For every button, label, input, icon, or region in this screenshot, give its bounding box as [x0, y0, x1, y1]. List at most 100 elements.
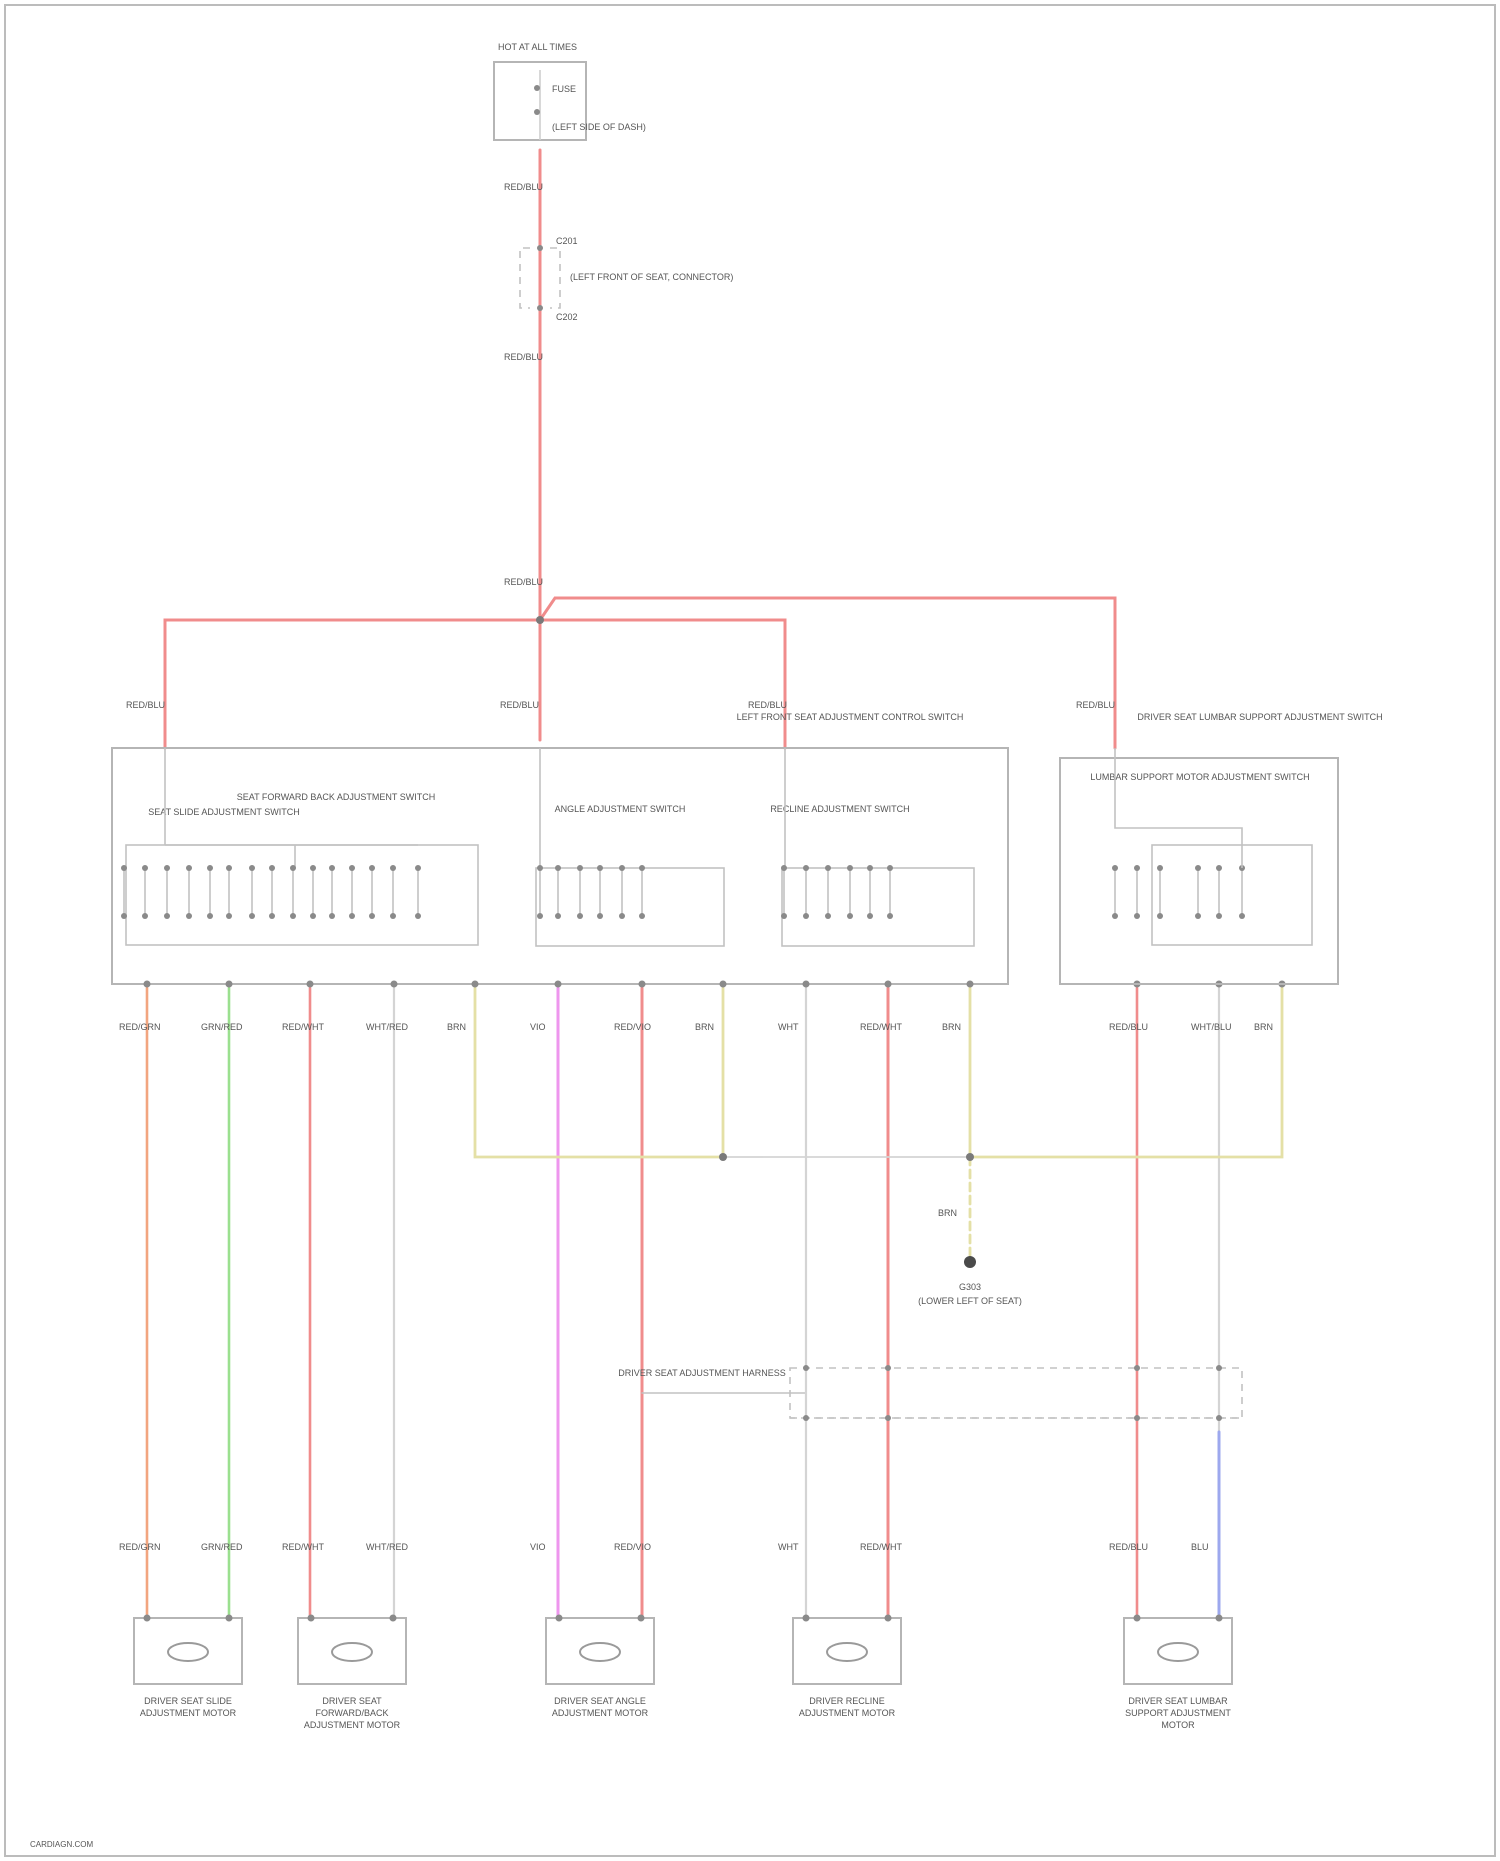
harness-pin: [1134, 1415, 1140, 1421]
switch-contact-pin: [577, 913, 583, 919]
lumbar-switch-label: LUMBAR SUPPORT MOTOR ADJUSTMENT SWITCH: [1090, 772, 1309, 782]
switch-contact-pin: [390, 913, 396, 919]
switch-contact-pin: [121, 913, 127, 919]
connector-pin-bottom: [537, 305, 543, 311]
motor-name: DRIVER SEAT: [322, 1696, 382, 1706]
feed-labels: RED/BLU RED/BLU RED/BLU RED/BLU RED/BLU …: [126, 182, 1115, 710]
motor-name: ADJUSTMENT MOTOR: [799, 1708, 896, 1718]
switch-contact-pin: [369, 865, 375, 871]
switch-contact-pin: [825, 865, 831, 871]
motor-icon: [168, 1643, 208, 1661]
motor-name: DRIVER RECLINE: [809, 1696, 885, 1706]
connector-top-label: C201: [556, 236, 578, 246]
lumbar-box-title: DRIVER SEAT LUMBAR SUPPORT ADJUSTMENT SW…: [1137, 712, 1382, 722]
lower-wire-label: BRN: [447, 1022, 466, 1032]
switch-contact-pin: [1112, 865, 1118, 871]
harness-pins: [803, 1365, 1222, 1421]
motor-name: DRIVER SEAT SLIDE: [144, 1696, 232, 1706]
motor-name: ADJUSTMENT MOTOR: [304, 1720, 401, 1730]
harness-top-row: [790, 1368, 1242, 1418]
seat-motor: DRIVER SEAT SLIDE ADJUSTMENT MOTOR: [134, 1615, 242, 1719]
motor-name: ADJUSTMENT MOTOR: [140, 1708, 237, 1718]
motor-housing: [1124, 1618, 1232, 1684]
motor-name: FORWARD/BACK: [315, 1708, 388, 1718]
fuse-terminal-top: [534, 85, 540, 91]
motor-terminal: [390, 1615, 397, 1622]
lower-wire-label: RED/VIO: [614, 1022, 651, 1032]
motor-housing: [546, 1618, 654, 1684]
switch-output-terminal: [803, 981, 810, 988]
switch-contact-pin: [310, 913, 316, 919]
motor-terminal: [308, 1615, 315, 1622]
motor-name: ADJUSTMENT MOTOR: [552, 1708, 649, 1718]
switch-contact-pin: [1216, 913, 1222, 919]
switch-contact-pin: [164, 865, 170, 871]
lumbar-internal-rail: [1115, 748, 1242, 868]
motor-terminal: [1216, 1615, 1223, 1622]
harness-pin: [1216, 1415, 1222, 1421]
switch-contact-pin: [249, 865, 255, 871]
switch-output-terminal: [720, 981, 727, 988]
switch-output-terminal: [967, 981, 974, 988]
switch-contact-pin: [415, 865, 421, 871]
motor-housing: [793, 1618, 901, 1684]
splice-ground-left: [719, 1153, 727, 1161]
slide-switch-label: SEAT SLIDE ADJUSTMENT SWITCH: [148, 807, 300, 817]
lower-wire-label: WHT/RED: [366, 1022, 408, 1032]
harness-pin: [885, 1365, 891, 1371]
motor-housing: [298, 1618, 406, 1684]
motor-terminal: [638, 1615, 645, 1622]
switch-contact-pin: [537, 913, 543, 919]
forward-switch-label: SEAT FORWARD BACK ADJUSTMENT SWITCH: [237, 792, 436, 802]
splices: [536, 616, 974, 1161]
lumbar-switch-group: [1152, 845, 1312, 945]
motor-terminal: [556, 1615, 563, 1622]
recline-switch-group: [782, 868, 974, 946]
switch-contact-pin: [186, 865, 192, 871]
switch-output-terminal: [144, 981, 151, 988]
footer-credit: CARDIAGN.COM: [30, 1840, 93, 1849]
feed-label-5: RED/BLU: [500, 700, 539, 710]
lower-wire-label: BRN: [1254, 1022, 1273, 1032]
switch-output-terminal: [885, 981, 892, 988]
switch-contact-pin: [164, 913, 170, 919]
switch-contact-pin: [619, 913, 625, 919]
switch-contact-pin: [186, 913, 192, 919]
lower-wire-label: RED/BLU: [1109, 1022, 1148, 1032]
connector-bracket-right: [550, 248, 560, 308]
switch-contact-pin: [121, 865, 127, 871]
lower-wire-label: RED/GRN: [119, 1022, 161, 1032]
connector-bottom-label: C202: [556, 312, 578, 322]
ground-symbol: [964, 1256, 976, 1268]
lower-wire-label: RED/WHT: [860, 1022, 902, 1032]
switch-contact-pin: [887, 913, 893, 919]
motor-name: DRIVER SEAT LUMBAR: [1128, 1696, 1228, 1706]
motor-wire-label: GRN/RED: [201, 1542, 243, 1552]
switch-contact-pin: [1239, 913, 1245, 919]
seat-motor: DRIVER SEAT FORWARD/BACK ADJUSTMENT MOTOR: [298, 1615, 406, 1731]
motor-terminal: [1134, 1615, 1141, 1622]
switch-contact-pin: [781, 913, 787, 919]
harness-connector: C201 C202 (LEFT FRONT OF SEAT, CONNECTOR…: [520, 236, 733, 322]
wire-ground-right: [970, 988, 1282, 1157]
switch-output-terminal: [639, 981, 646, 988]
motor-wire-label: RED/WHT: [282, 1542, 324, 1552]
harness-pin: [803, 1365, 809, 1371]
connector-pin-top: [537, 245, 543, 251]
switch-contact-pin: [1157, 913, 1163, 919]
switch-contact-pin: [1195, 913, 1201, 919]
motor-icon: [332, 1643, 372, 1661]
switch-output-terminal: [391, 981, 398, 988]
motor-wire-label: WHT/RED: [366, 1542, 408, 1552]
ground-location: (LOWER LEFT OF SEAT): [918, 1296, 1022, 1306]
ground-wire-label: BRN: [938, 1208, 957, 1218]
motor-name: DRIVER SEAT ANGLE: [554, 1696, 646, 1706]
lower-wire-labels: RED/GRNGRN/REDRED/WHTWHT/REDBRNVIORED/VI…: [119, 1022, 1273, 1032]
switch-contact-pin: [639, 865, 645, 871]
lower-wire-label: BRN: [695, 1022, 714, 1032]
wire-red-bus-left: [165, 620, 785, 748]
lower-wire-label: BRN: [942, 1022, 961, 1032]
switch-output-terminal: [472, 981, 479, 988]
